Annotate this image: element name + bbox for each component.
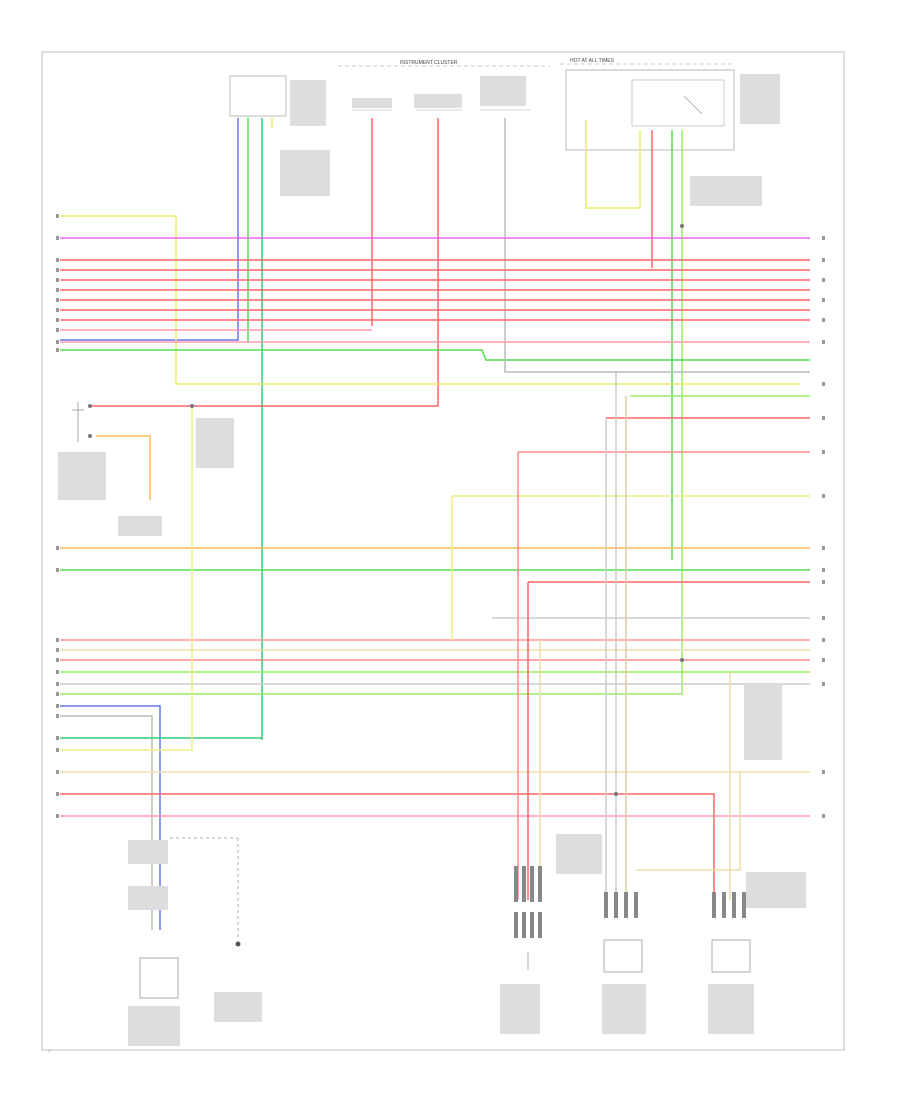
- diagram-frame: [41, 51, 845, 1051]
- fuse-block: [565, 69, 735, 151]
- horizontal-bus: [60, 215, 810, 930]
- vss-sensor: [139, 957, 179, 999]
- instrument-cluster-title: INSTRUMENT CLUSTER: [400, 60, 458, 66]
- bottom-sensors: [527, 939, 751, 973]
- wire-orange-drop10: [96, 435, 151, 500]
- left-mid-component: [72, 402, 84, 442]
- wire-yellow-h29: [60, 404, 193, 751]
- wire-red-h31: [60, 793, 715, 900]
- corner-code: J: [48, 1048, 50, 1053]
- wire-tan-drop7: [636, 772, 741, 871]
- left-pin-numbers: [56, 214, 59, 818]
- wire-gray-h11: [504, 352, 810, 373]
- fuse-box-inner: [631, 79, 725, 127]
- vertical-wires: [60, 118, 683, 740]
- data-link-module: [229, 75, 287, 117]
- splices: [88, 224, 684, 796]
- sensor-drops: [96, 372, 741, 900]
- ground-point: [235, 941, 241, 947]
- wire-red-cluster2: [90, 118, 439, 407]
- hot-at-all-times-title: HOT AT ALL TIMES: [570, 58, 615, 64]
- label-blocks: [58, 74, 806, 1046]
- ect-sensor: [603, 939, 643, 973]
- instrument-cluster-header: INSTRUMENT CLUSTER: [338, 60, 550, 67]
- wire-blue-v: [60, 118, 239, 341]
- right-pin-numbers: [822, 236, 825, 818]
- wire-green-h10: [60, 349, 810, 361]
- left-sensor-group: [139, 837, 241, 999]
- hot-at-all-times-header: HOT AT ALL TIMES: [560, 58, 735, 65]
- wire-yellow-fuse: [585, 120, 641, 209]
- bottom-connectors: [514, 866, 746, 938]
- tps-sensor: [711, 939, 751, 973]
- relay-switch: [683, 95, 703, 115]
